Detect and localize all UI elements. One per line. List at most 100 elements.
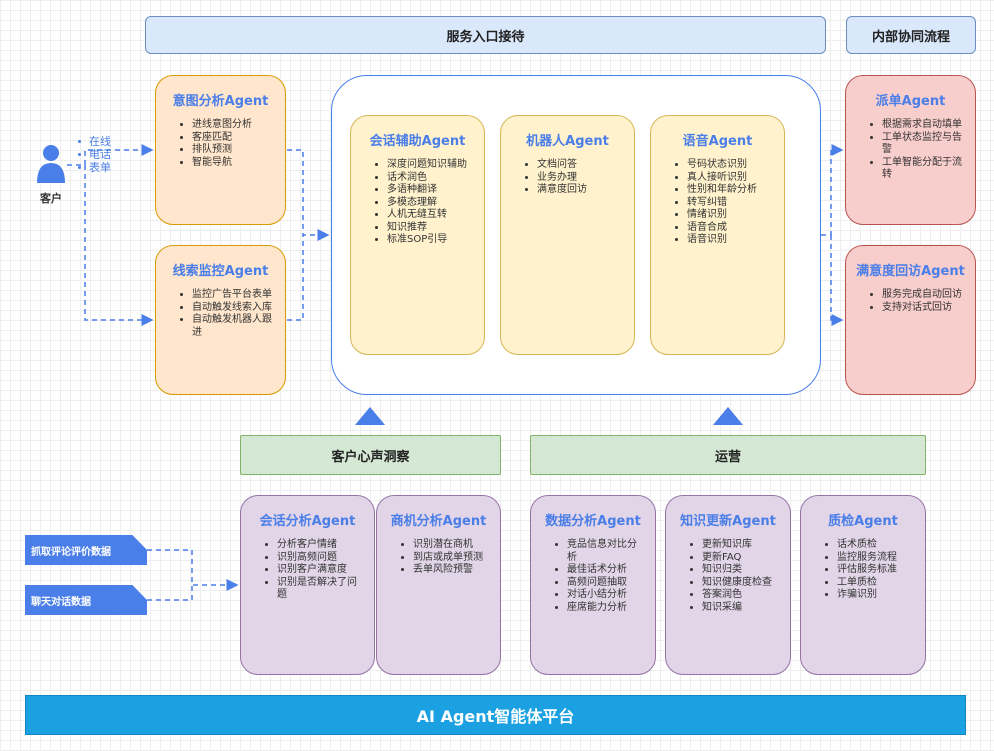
agent-item: 性别和年龄分析 [687, 184, 774, 197]
agent-item: 识别潜在商机 [413, 539, 490, 552]
dispatch-agent: 派单Agent 根据需求自动填单 工单状态监控与告警 工单智能分配于流转 [845, 75, 976, 225]
session-assist-agent: 会话辅助Agent 深度问题知识辅助 话术润色 多语种翻译 多模态理解 人机无缝… [350, 115, 485, 355]
agent-items: 深度问题知识辅助 话术润色 多语种翻译 多模态理解 人机无缝互转 知识推荐 标准… [361, 159, 474, 247]
agent-title: 商机分析Agent [390, 514, 487, 529]
channel-item: 电话 [78, 148, 111, 161]
agent-title: 意图分析Agent [172, 94, 269, 109]
agent-item: 排队预测 [192, 144, 275, 157]
lead-monitor-agent: 线索监控Agent 监控广告平台表单 自动触发线索入库 自动触发机器人跟进 [155, 245, 286, 395]
agent-item: 诈骗识别 [837, 589, 915, 602]
knowledge-update-agent: 知识更新Agent 更新知识库 更新FAQ 知识归类 知识健康度检查 答案润色 … [665, 495, 791, 675]
agent-items: 更新知识库 更新FAQ 知识归类 知识健康度检查 答案润色 知识采编 [676, 539, 780, 614]
agent-item: 支持对话式回访 [882, 302, 965, 315]
agent-item: 话术润色 [387, 172, 474, 185]
internal-process-header: 内部协同流程 [846, 16, 976, 54]
agent-title: 会话分析Agent [259, 514, 356, 529]
agent-items: 竞品信息对比分析 最佳话术分析 高频问题抽取 对话小结分析 座席能力分析 [541, 539, 645, 614]
channel-item: 表单 [78, 161, 111, 174]
intent-analysis-agent: 意图分析Agent 进线意图分析 客座匹配 排队预测 智能导航 [155, 75, 286, 225]
agent-item: 真人接听识别 [687, 172, 774, 185]
agent-item: 监控服务流程 [837, 552, 915, 565]
quality-inspection-agent: 质检Agent 话术质检 监控服务流程 评估服务标准 工单质检 诈骗识别 [800, 495, 926, 675]
agent-item: 识别高频问题 [277, 552, 364, 565]
session-analysis-agent: 会话分析Agent 分析客户情绪 识别高频问题 识别客户满意度 识别是否解决了问… [240, 495, 375, 675]
agent-item: 更新FAQ [702, 552, 780, 565]
agent-item: 转写纠错 [687, 197, 774, 210]
agent-item: 自动触发线索入库 [192, 302, 275, 315]
agent-title: 派单Agent [875, 94, 946, 109]
agent-title: 机器人Agent [526, 134, 609, 149]
service-entry-header: 服务入口接待 [145, 16, 826, 54]
agent-item: 号码状态识别 [687, 159, 774, 172]
robot-agent: 机器人Agent 文档问答 业务办理 满意度回访 [500, 115, 635, 355]
agent-item: 满意度回访 [537, 184, 624, 197]
agent-items: 进线意图分析 客座匹配 排队预测 智能导航 [166, 119, 275, 169]
agent-item: 到店或成单预测 [413, 552, 490, 565]
agent-item: 智能导航 [192, 157, 275, 170]
agent-item: 人机无缝互转 [387, 209, 474, 222]
agent-title: 满意度回访Agent [856, 264, 965, 279]
agent-item: 高频问题抽取 [567, 577, 645, 590]
channel-online: 在线 [89, 135, 111, 148]
customer-insight-header: 客户心声洞察 [240, 435, 501, 475]
agent-item: 知识推荐 [387, 222, 474, 235]
agent-title: 语音Agent [682, 134, 753, 149]
agent-item: 自动触发机器人跟进 [192, 314, 275, 339]
satisfaction-revisit-agent: 满意度回访Agent 服务完成自动回访 支持对话式回访 [845, 245, 976, 395]
source-review-data: 抓取评论评价数据 [25, 535, 147, 565]
agent-item: 座席能力分析 [567, 602, 645, 615]
operation-header: 运营 [530, 435, 926, 475]
agent-item: 知识归类 [702, 564, 780, 577]
agent-platform-bar: AI Agent智能体平台 [25, 695, 966, 735]
agent-item: 知识健康度检查 [702, 577, 780, 590]
customer: 客户 [34, 143, 68, 205]
opportunity-analysis-agent: 商机分析Agent 识别潜在商机 到店或成单预测 丢单风险预警 [376, 495, 501, 675]
agent-item: 丢单风险预警 [413, 564, 490, 577]
agent-item: 服务完成自动回访 [882, 289, 965, 302]
agent-title: 数据分析Agent [545, 514, 641, 529]
agent-title: 知识更新Agent [680, 514, 776, 529]
agent-item: 工单状态监控与告警 [882, 132, 965, 157]
agent-item: 客座匹配 [192, 132, 275, 145]
agent-title: 会话辅助Agent [369, 134, 466, 149]
channel-form: 表单 [89, 161, 111, 174]
channel-phone: 电话 [89, 148, 111, 161]
source-chat-data: 聊天对话数据 [25, 585, 147, 615]
agent-item: 多语种翻译 [387, 184, 474, 197]
agent-item: 语音合成 [687, 222, 774, 235]
agent-items: 分析客户情绪 识别高频问题 识别客户满意度 识别是否解决了问题 [251, 539, 364, 602]
channel-list: 在线 电话 表单 [78, 135, 111, 174]
agent-items: 识别潜在商机 到店或成单预测 丢单风险预警 [387, 539, 490, 577]
agent-item: 文档问答 [537, 159, 624, 172]
agent-item: 进线意图分析 [192, 119, 275, 132]
agent-item: 知识采编 [702, 602, 780, 615]
agent-item: 语音识别 [687, 234, 774, 247]
up-arrow-icon [355, 407, 385, 425]
customer-label: 客户 [40, 192, 62, 205]
agent-item: 识别是否解决了问题 [277, 577, 364, 602]
agent-item: 分析客户情绪 [277, 539, 364, 552]
agent-item: 评估服务标准 [837, 564, 915, 577]
agent-item: 竞品信息对比分析 [567, 539, 645, 564]
agent-title: 线索监控Agent [172, 264, 269, 279]
voice-agent: 语音Agent 号码状态识别 真人接听识别 性别和年龄分析 转写纠错 情绪识别 … [650, 115, 785, 355]
agent-items: 根据需求自动填单 工单状态监控与告警 工单智能分配于流转 [856, 119, 965, 182]
agent-items: 话术质检 监控服务流程 评估服务标准 工单质检 诈骗识别 [811, 539, 915, 602]
agent-item: 深度问题知识辅助 [387, 159, 474, 172]
agent-item: 多模态理解 [387, 197, 474, 210]
channel-item: 在线 [78, 135, 111, 148]
agent-item: 对话小结分析 [567, 589, 645, 602]
agent-title: 质检Agent [828, 514, 898, 529]
agent-item: 根据需求自动填单 [882, 119, 965, 132]
up-arrow-icon [713, 407, 743, 425]
agent-item: 监控广告平台表单 [192, 289, 275, 302]
agent-item: 识别客户满意度 [277, 564, 364, 577]
agent-item: 工单质检 [837, 577, 915, 590]
agent-item: 工单智能分配于流转 [882, 157, 965, 182]
agent-item: 业务办理 [537, 172, 624, 185]
data-analysis-agent: 数据分析Agent 竞品信息对比分析 最佳话术分析 高频问题抽取 对话小结分析 … [530, 495, 656, 675]
agent-items: 服务完成自动回访 支持对话式回访 [856, 289, 965, 314]
agent-items: 号码状态识别 真人接听识别 性别和年龄分析 转写纠错 情绪识别 语音合成 语音识… [661, 159, 774, 247]
agent-item: 情绪识别 [687, 209, 774, 222]
